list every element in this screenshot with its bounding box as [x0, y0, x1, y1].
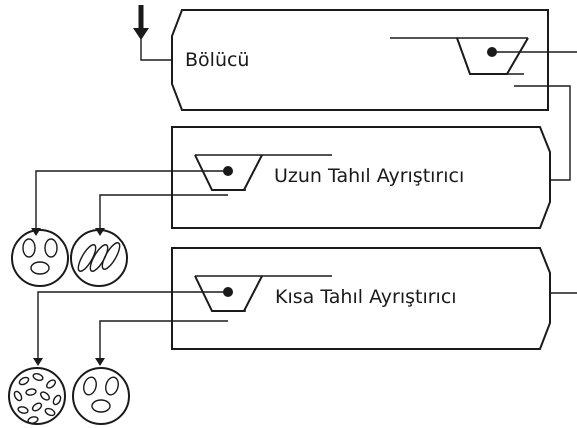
input-arrow — [133, 5, 172, 61]
divider-label: Bölücü — [185, 49, 249, 71]
whole-grain-output-circle — [72, 367, 130, 425]
short-grain-housing: Kısa Tahıl Ayrıştırıcı — [33, 247, 577, 366]
broken-grain-output-circle — [8, 367, 66, 425]
divider-housing: Bölücü — [171, 9, 577, 111]
short-grain-label: Kısa Tahıl Ayrıştırıcı — [275, 286, 457, 308]
long-grain-housing: Uzun Tahıl Ayrıştırıcı — [31, 126, 551, 236]
long-grain-label: Uzun Tahıl Ayrıştırıcı — [274, 165, 464, 187]
short-grain-output-circle — [11, 229, 69, 287]
divider-to-long-connector — [514, 85, 571, 181]
long-grain-output-circle — [70, 229, 128, 287]
